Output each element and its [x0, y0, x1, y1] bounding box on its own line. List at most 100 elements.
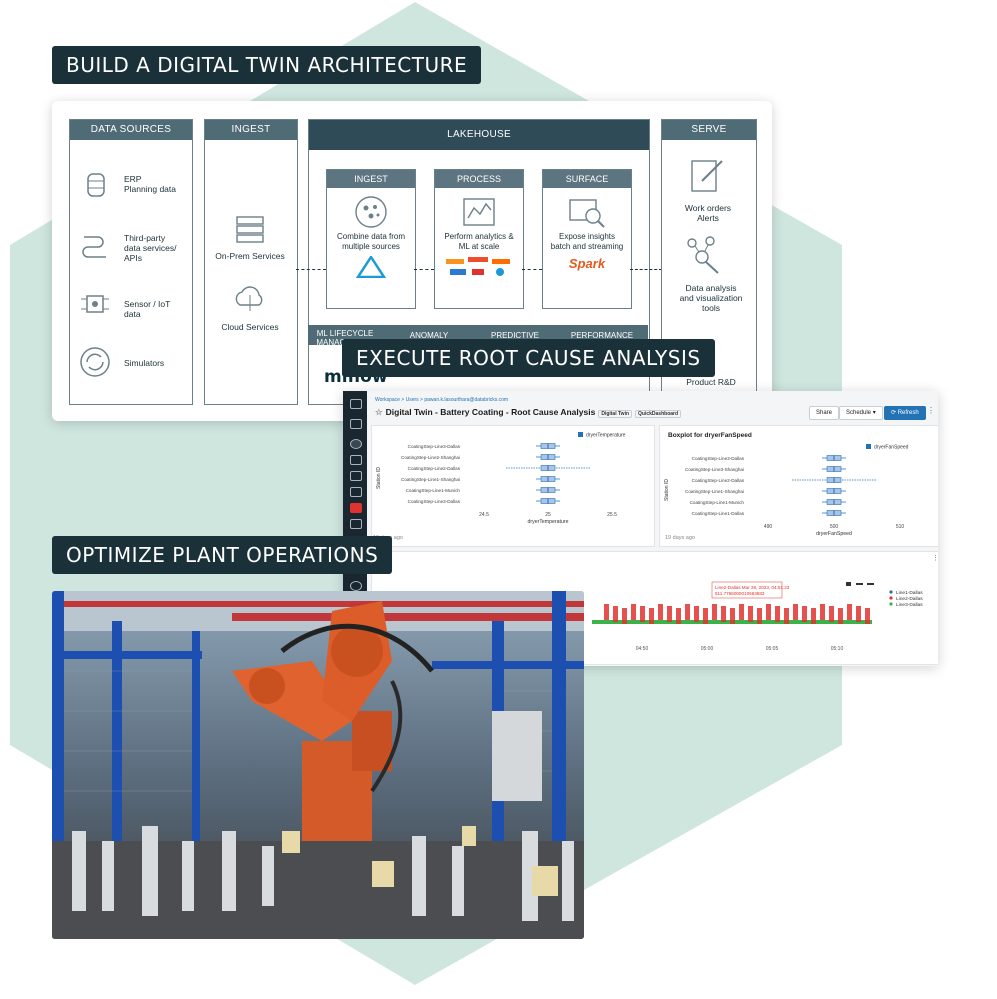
time-tick-label: 04:50 [636, 646, 649, 652]
arrow-ingest-to-lakehouse [296, 269, 326, 270]
legend-swatch [578, 432, 583, 437]
performance-label: PERFORMANCE [570, 331, 634, 340]
source-third-party: Third-party data services/ APIs [124, 233, 177, 263]
heading-architecture: BUILD A DIGITAL TWIN ARCHITECTURE [52, 46, 482, 84]
factory-robot-photo [52, 591, 584, 939]
ingest-column: INGEST [204, 119, 298, 405]
y-tick-label: CoatingStep-Line2-Shanghai [401, 455, 460, 460]
series-point-line2-dallas [667, 606, 672, 622]
boxplot-fanspeed: dryerFanSpeedCoatingStep-Line3-DallasCoa… [664, 444, 909, 537]
history-icon[interactable] [350, 581, 362, 591]
legend-dot [889, 590, 893, 594]
series-point-line2-dallas [775, 606, 780, 622]
legend-dot [889, 596, 893, 600]
breadcrumb[interactable]: Workspace > Users > pawan.k.lasourthara@… [375, 397, 509, 403]
schedule-label: Schedule [846, 410, 872, 416]
series-point-line2-dallas [703, 608, 708, 624]
time-tick-label: 05:10 [831, 646, 844, 652]
new-icon[interactable] [350, 419, 362, 429]
x-tick-label: 500 [830, 524, 839, 530]
star-icon[interactable]: ☆ [375, 407, 383, 417]
ml-frameworks-logo [446, 257, 510, 276]
series-point-line2-dallas [658, 604, 663, 620]
card-menu-icon[interactable]: ⋮ [932, 555, 938, 562]
delta-lake-logo [356, 256, 386, 278]
series-point-line2-dallas [811, 608, 816, 624]
legend-label: dryerFanSpeed [874, 445, 909, 451]
catalog-icon[interactable] [350, 471, 362, 481]
y-axis-title: Station ID [376, 467, 382, 489]
zoom-icon [856, 583, 863, 585]
y-tick-label: CoatingStep-Line3-Shanghai [685, 467, 744, 472]
tag-digital-twin[interactable]: Digital Twin [598, 410, 633, 418]
legend-label: Line2-Dallas [896, 596, 923, 602]
serve-work-orders: Work orders Alerts [684, 203, 732, 223]
series-point-line2-dallas [604, 604, 609, 620]
chart2-title: Boxplot for dryerFanSpeed [668, 432, 752, 439]
serve-data-analysis: Data analysis and visualization tools [679, 283, 743, 313]
cloud-icon [235, 286, 263, 311]
refresh-button[interactable]: ⟳ Refresh [884, 406, 926, 420]
legend-label: Line1-Dallas [896, 590, 923, 596]
series-point-line2-dallas [847, 604, 852, 620]
series-point-line2-dallas [730, 608, 735, 624]
series-point-line2-dallas [748, 606, 753, 622]
dashboards-icon[interactable] [350, 503, 362, 513]
series-point-line2-dallas [865, 608, 870, 624]
tooltip-box [711, 581, 783, 599]
x-tick-label: 24.5 [479, 512, 489, 518]
schedule-button[interactable]: Schedule ▾ [839, 406, 883, 420]
heading-root-cause: EXECUTE ROOT CAUSE ANALYSIS [342, 339, 715, 377]
serve-header: SERVE [662, 120, 756, 140]
more-options-icon[interactable]: ⋮ [927, 406, 935, 415]
y-tick-label: CoatingStep-Line2-Dallas [692, 478, 745, 483]
series-point-line2-dallas [784, 608, 789, 624]
ingest-cloud: Cloud Services [221, 322, 279, 332]
recents-icon[interactable] [350, 455, 362, 465]
database-icon [87, 173, 105, 197]
combine-data-icon [355, 196, 387, 228]
workspace-icon[interactable] [350, 439, 362, 449]
share-button[interactable]: Share [809, 406, 840, 420]
series-point-line2-dallas [712, 604, 717, 620]
series-point-line2-dallas [640, 606, 645, 622]
y-tick-label: CoatingStep-Line1-Shanghai [685, 489, 744, 494]
lakehouse-process-box: PROCESS Perform analytics & ML at scale [434, 169, 524, 309]
series-point-line2-dallas [613, 606, 618, 622]
source-simulators: Simulators [124, 358, 165, 368]
series-point-line2-dallas [685, 604, 690, 620]
predictive-label: PREDICTIVE [490, 331, 539, 340]
lakehouse-ingest-box: INGEST Combine data from multiple source… [326, 169, 416, 309]
alerts-icon[interactable] [350, 519, 362, 529]
layers-icon[interactable] [350, 399, 362, 409]
x-tick-label: 25 [545, 512, 551, 518]
y-axis-title: Station ID [664, 479, 670, 501]
data-sources-header: DATA SOURCES [70, 120, 192, 140]
y-tick-label: CoatingStep-Line1-Munich [406, 488, 461, 493]
series-point-line2-dallas [757, 608, 762, 624]
analytics-icon [463, 198, 495, 226]
y-tick-label: CoatingStep-Line1-Shanghai [401, 477, 460, 482]
arrow-ingest-to-process [414, 269, 434, 270]
series-point-line2-dallas [802, 606, 807, 622]
x-axis-title: dryerFanSpeed [816, 531, 852, 537]
x-tick-label: 510 [896, 524, 905, 530]
series-point-line2-dallas [676, 608, 681, 624]
pan-icon [867, 583, 874, 585]
page-title: ☆Digital Twin - Battery Coating - Root C… [375, 407, 682, 418]
tag-quickdashboard[interactable]: QuickDashboard [635, 410, 682, 418]
arrow-surface-to-serve [630, 269, 662, 270]
server-icon [236, 216, 264, 243]
legend-swatch [866, 444, 871, 449]
tooltip-line2: 511.7766000010663683 [715, 591, 765, 596]
y-tick-label: CoatingStep-Line3-Dallas [408, 444, 461, 449]
lakehouse-header: LAKEHOUSE [309, 120, 649, 150]
serve-product-rd: Product R&D [686, 377, 736, 387]
timeseries-chart: Line2-Dallas Mar 28, 2023, 04:51:23511.7… [592, 581, 923, 652]
camera-icon [846, 582, 851, 586]
y-tick-label: CoatingStep-Line3-Dallas [692, 456, 745, 461]
workflows-icon[interactable] [350, 487, 362, 497]
x-tick-label: 25.5 [607, 512, 617, 518]
